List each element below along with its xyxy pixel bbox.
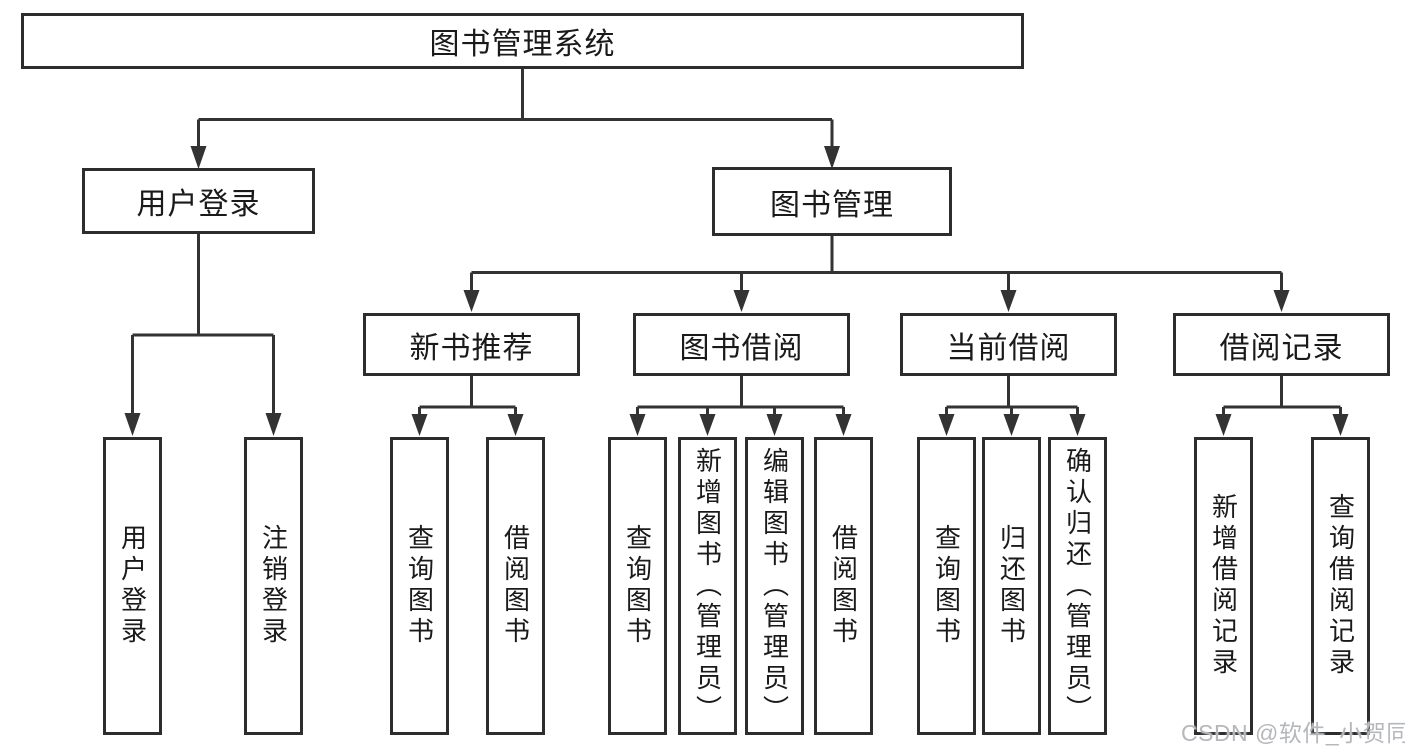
arrowhead-icon [463,290,480,312]
leaf-confirm-return-admin: 确认归还（管理员） [1048,437,1107,735]
leaf-borrow-books-recommend: 借阅图书 [486,437,545,735]
leaf-query-books-recommend: 查询图书 [390,437,449,735]
leaf-label: 查询图书 [404,524,435,648]
leaf-label: 注销登录 [258,524,289,648]
leaf-label: 借阅图书 [828,524,859,648]
arrowhead-icon [1273,290,1290,312]
node-new-book-recommendation: 新书推荐 [363,313,580,376]
node-book-borrowing: 图书借阅 [633,313,850,376]
arrowhead-icon [1069,414,1086,436]
connector-book-management-to-groups [463,236,1290,312]
node-current-borrowing: 当前借阅 [900,313,1117,376]
arrowhead-icon [835,414,852,436]
node-label: 当前借阅 [946,331,1071,365]
leaf-label: 借阅图书 [500,524,531,648]
leaf-query-borrow-record: 查询借阅记录 [1311,437,1370,735]
node-book-management: 图书管理 [712,167,952,236]
arrowhead-icon [411,414,428,436]
node-user-login: 用户登录 [82,168,315,234]
leaf-label: 查询图书 [622,524,653,648]
arrowhead-icon [1003,414,1020,436]
connector-book-borrowing-to-leaves [629,376,852,436]
leaf-label: 新增借阅记录 [1208,493,1239,679]
node-label: 图书借阅 [679,331,804,365]
leaf-add-books-admin: 新增图书（管理员） [678,437,737,735]
connector-new-book-recommendation-to-leaves [411,376,524,436]
arrowhead-icon [124,413,141,436]
node-label: 新书推荐 [409,331,534,365]
node-library-management-system: 图书管理系统 [21,13,1024,69]
leaf-label: 新增图书（管理员） [692,446,723,726]
arrowhead-icon [766,414,783,436]
connector-user-login-to-leaves [124,234,282,436]
leaf-label: 用户登录 [117,524,148,648]
leaf-label: 编辑图书（管理员） [759,446,790,726]
connector-root-to-branches [190,69,840,169]
arrowhead-icon [629,414,646,436]
arrowhead-icon [190,146,207,169]
node-borrowing-records: 借阅记录 [1173,313,1390,376]
arrowhead-icon [1000,290,1017,312]
leaf-edit-books-admin: 编辑图书（管理员） [745,437,804,735]
connector-current-borrowing-to-leaves [938,376,1086,436]
arrowhead-icon [938,414,955,436]
leaf-label: 归还图书 [996,524,1027,648]
arrowhead-icon [265,413,282,436]
node-label: 图书管理 [770,188,894,222]
csdn-watermark: CSDN @软件_小贺同学 [1181,720,1405,746]
leaf-query-books-current: 查询图书 [917,437,976,735]
node-label: 图书管理系统 [429,28,616,61]
arrowhead-icon [1215,414,1232,436]
leaf-logout: 注销登录 [244,437,303,735]
leaf-user-login: 用户登录 [103,437,162,735]
leaf-label: 确认归还（管理员） [1062,446,1093,726]
arrowhead-icon [507,414,524,436]
leaf-label: 查询借阅记录 [1325,493,1356,679]
node-label: 用户登录 [136,188,261,221]
leaf-borrow-books: 借阅图书 [814,437,873,735]
arrowhead-icon [824,146,840,169]
leaf-add-borrow-record: 新增借阅记录 [1194,437,1253,735]
node-label: 借阅记录 [1219,331,1344,365]
leaf-return-books: 归还图书 [982,437,1041,735]
leaf-label: 查询图书 [931,524,962,648]
arrowhead-icon [699,414,716,436]
connector-borrowing-records-to-leaves [1215,376,1349,436]
arrowhead-icon [733,290,750,312]
arrowhead-icon [1332,414,1349,436]
leaf-query-books-borrow: 查询图书 [608,437,667,735]
